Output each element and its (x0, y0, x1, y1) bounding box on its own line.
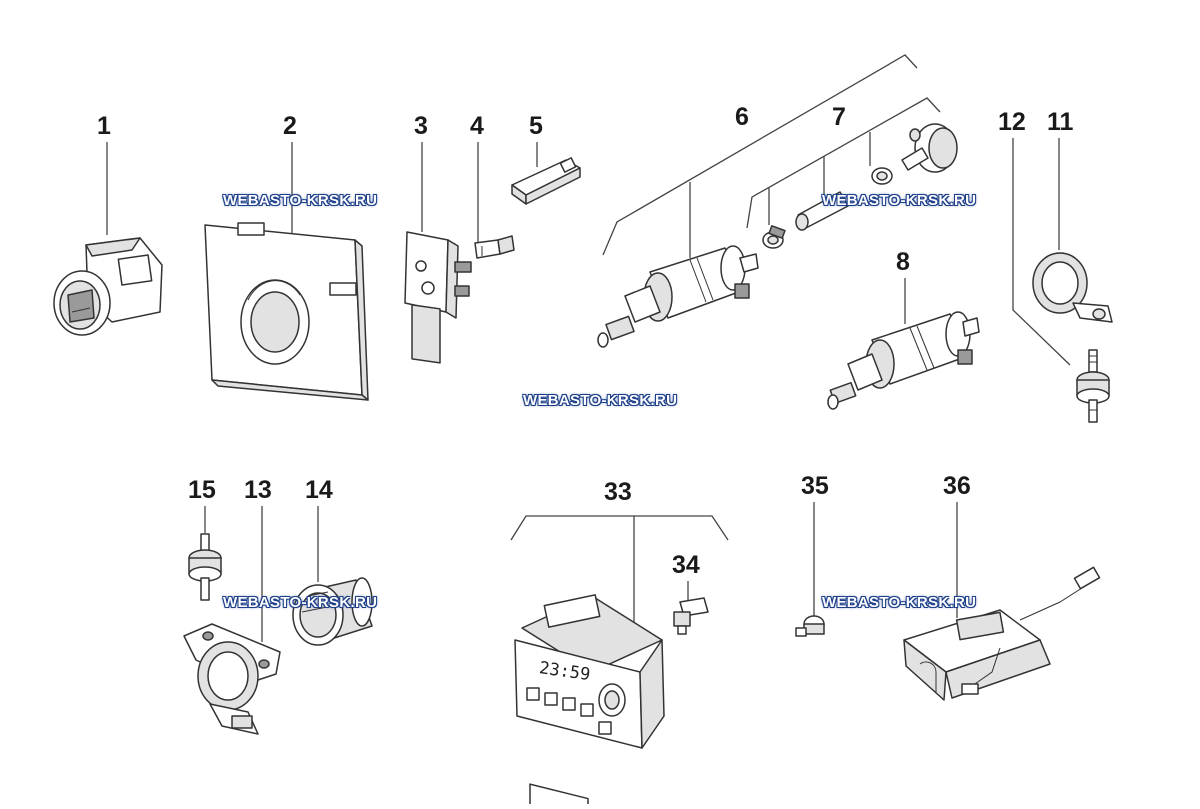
callout-8: 8 (896, 248, 910, 276)
part-15-rubber-mount (188, 533, 222, 601)
part-33-timer: 23:59 (514, 594, 665, 809)
callout-11: 11 (1047, 108, 1074, 136)
part-4-connector (474, 235, 515, 259)
part-2-control-panel (204, 222, 369, 401)
part-1-rotary-switch (53, 237, 163, 336)
callout-34: 34 (672, 551, 700, 579)
part-3-rocker-switch (404, 231, 472, 364)
watermark-2: WEBASTO-KRSK.RU (822, 192, 977, 209)
callout-4: 4 (470, 112, 484, 140)
part-36-sensor-bracket (903, 566, 1101, 701)
callout-33: 33 (604, 478, 632, 506)
watermark-4: WEBASTO-KRSK.RU (223, 594, 378, 611)
callout-35: 35 (801, 472, 829, 500)
callout-2: 2 (283, 112, 297, 140)
part-5-fuse-holder (511, 157, 581, 205)
callout-6: 6 (735, 103, 749, 131)
callout-7: 7 (832, 103, 846, 131)
part-35-bulb (795, 615, 825, 637)
callout-5: 5 (529, 112, 543, 140)
callout-1: 1 (97, 112, 111, 140)
part-14-sleeve (292, 577, 373, 646)
part-7-hose-kit (762, 123, 958, 249)
callout-12: 12 (998, 108, 1026, 136)
callout-14: 14 (305, 476, 333, 504)
part-8-fuel-pump (827, 311, 980, 410)
part-6-fuel-pump (597, 245, 759, 348)
callout-3: 3 (414, 112, 428, 140)
callout-15: 15 (188, 476, 216, 504)
part-11-clamp (1032, 252, 1113, 323)
leader-lines (106, 54, 1071, 643)
part-34-bulb (673, 597, 709, 635)
part-12-rubber-mount (1076, 349, 1110, 423)
callout-36: 36 (943, 472, 971, 500)
watermark-1: WEBASTO-KRSK.RU (223, 192, 378, 209)
watermark-3: WEBASTO-KRSK.RU (523, 392, 678, 409)
callout-13: 13 (244, 476, 272, 504)
part-13-pipe-clamp (183, 623, 281, 735)
watermark-5: WEBASTO-KRSK.RU (822, 594, 977, 611)
